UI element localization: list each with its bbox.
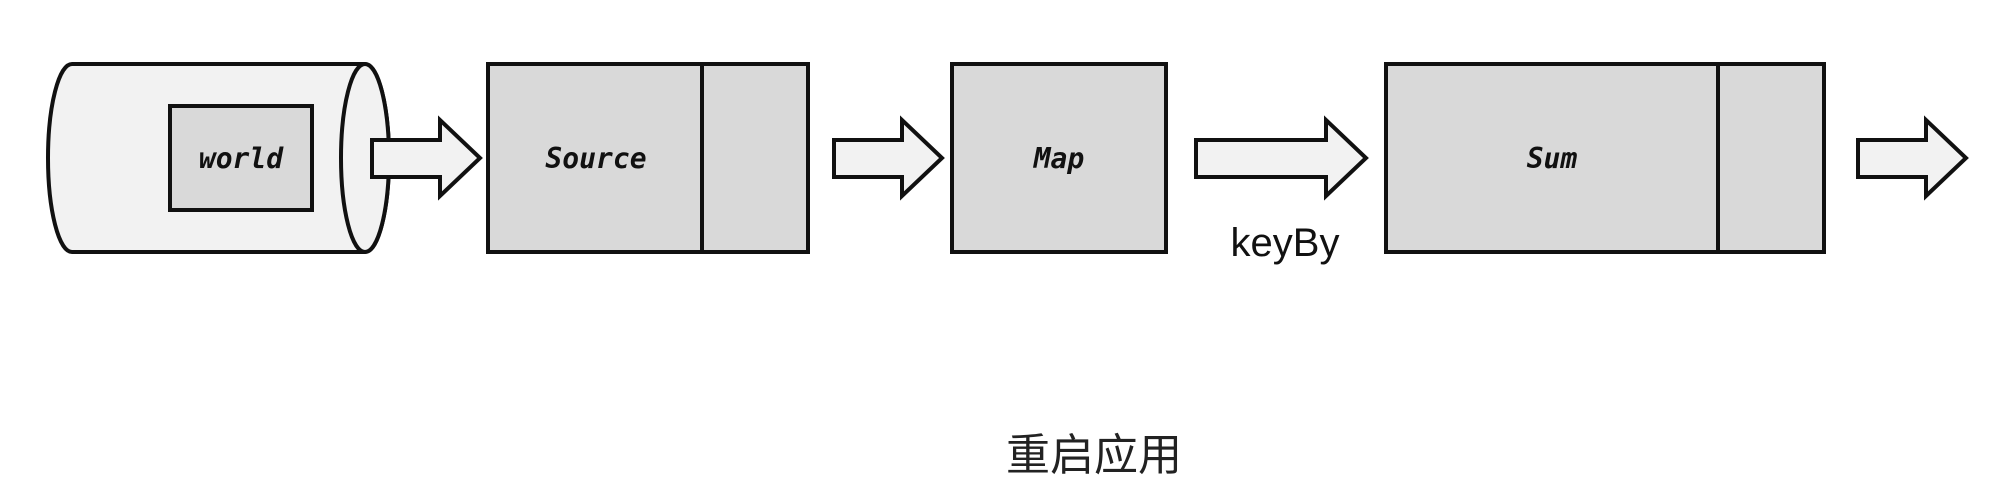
store-content-box — [168, 104, 314, 212]
store-label: world — [199, 142, 284, 175]
operator-source: Source — [486, 62, 810, 254]
data-store-cylinder: world — [46, 62, 391, 254]
keyby-label: keyBy — [1231, 221, 1340, 265]
diagram-caption: 重启应用 — [1006, 430, 1182, 481]
arrow-source-to-map — [832, 115, 945, 201]
map-box — [950, 62, 1168, 254]
sum-label: Sum — [1527, 142, 1578, 175]
map-label: Map — [1033, 142, 1085, 175]
operator-sum: Sum — [1384, 62, 1826, 254]
source-box — [486, 62, 810, 254]
source-label: Source — [545, 142, 646, 175]
sum-box — [1384, 62, 1826, 254]
arrow-sum-output — [1856, 115, 1969, 201]
operator-map: Map — [950, 62, 1168, 254]
arrow-store-to-source — [370, 115, 483, 201]
arrow-map-to-sum — [1194, 115, 1369, 201]
